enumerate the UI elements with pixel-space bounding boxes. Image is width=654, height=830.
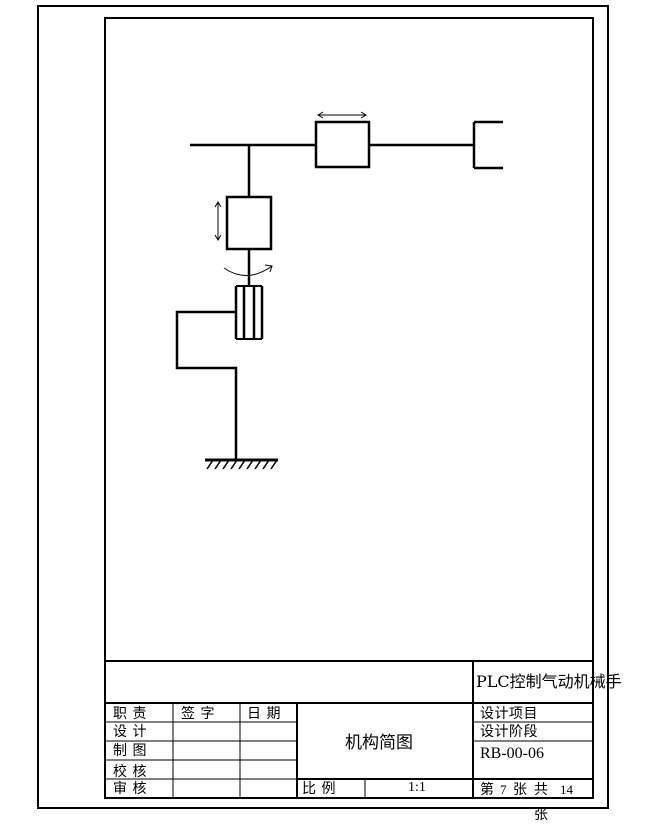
base-link (175, 310, 238, 460)
outer-border (37, 5, 609, 809)
sheet-number: 7 (500, 782, 507, 797)
title-block-grid (105, 660, 593, 798)
role-design: 设 计 (113, 724, 147, 740)
sheet-total-prefix: 共 (534, 782, 549, 798)
gripper (472, 120, 503, 170)
scale-label: 比 例 (302, 781, 336, 797)
sheet-prefix: 第 (480, 782, 495, 798)
drawing-number: RB-00-06 (480, 745, 544, 762)
column-header-role: 职 责 (113, 706, 147, 722)
horizontal-slider (314, 120, 371, 169)
role-drafting: 制 图 (113, 743, 147, 759)
mechanism-diagram (175, 111, 503, 470)
scale-value: 1:1 (408, 780, 426, 795)
drawing-name: 机构简图 (345, 733, 413, 753)
rotary-joint (234, 285, 264, 340)
role-review: 审 核 (113, 781, 147, 797)
inner-border (104, 17, 594, 799)
role-checking: 校 核 (113, 764, 147, 780)
horizontal-motion-arrow (317, 111, 367, 119)
column-header-signature: 签 字 (181, 706, 215, 722)
design-project-label: 设计项目 (480, 706, 538, 722)
design-stage-label: 设计阶段 (480, 724, 538, 740)
project-title: PLC控制气动机械手 (476, 672, 622, 691)
sheet-total: 14 (560, 782, 573, 797)
column-header-date: 日 期 (247, 706, 281, 722)
rotation-arrow (223, 264, 273, 276)
sheet-suffix: 张 (534, 807, 549, 823)
vertical-motion-arrow (214, 201, 222, 241)
ground-symbol (205, 458, 278, 470)
sheet-of: 张 (513, 782, 528, 798)
vertical-slider (225, 195, 273, 251)
